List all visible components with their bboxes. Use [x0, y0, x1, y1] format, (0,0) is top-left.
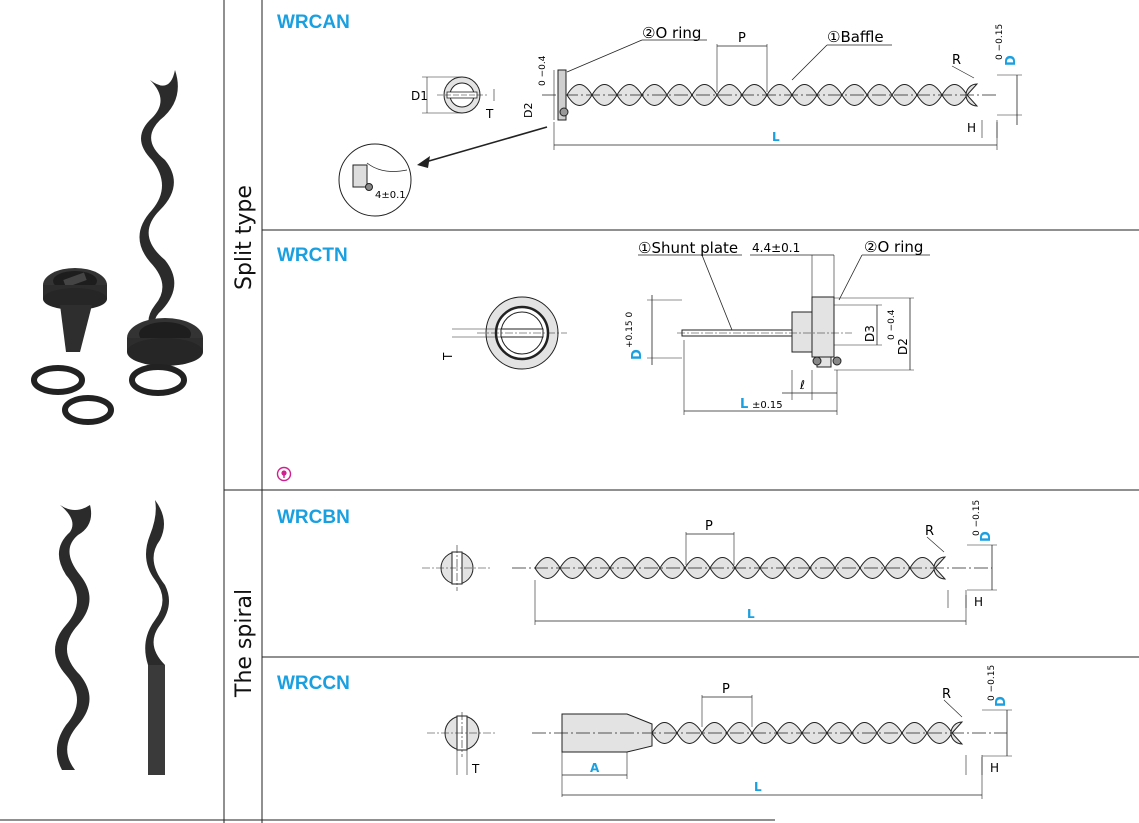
wrcbn-dim-h: H	[974, 595, 983, 609]
wrcbn-dim-p: P	[705, 519, 713, 534]
info-pin-icon	[276, 466, 292, 482]
wrcan-callout-oring: ②O ring	[642, 24, 701, 42]
panel-title-wrcbn: WRCBN	[277, 507, 350, 528]
wrcbn-dim-l: L	[747, 607, 755, 621]
wrctn-dim-ell: ℓ	[799, 378, 805, 392]
wrctn-dim-l-tol: ±0.15	[752, 400, 783, 411]
wrcan-dim-d: D	[1004, 55, 1019, 66]
wrctn-callout-oring: ②O ring	[864, 238, 923, 256]
wrccn-dim-h: H	[990, 761, 999, 775]
wrctn-drawing: T D +0.15 0 D3 D2 0 −0.4 ①Shunt plate 4.…	[441, 238, 930, 415]
wrctn-dim-d2-tol: 0 −0.4	[887, 309, 897, 340]
row-label-the-spiral: The spiral	[232, 588, 257, 697]
wrcan-dim-h: H	[967, 121, 976, 135]
wrctn-dim-t: T	[441, 352, 455, 361]
wrccn-dim-r: R	[942, 687, 951, 702]
wrccn-dim-l: L	[754, 780, 762, 794]
wrccn-dim-p: P	[722, 682, 730, 697]
product-photo-spiral	[55, 500, 169, 775]
wrcan-dim-d-tol: 0 −0.15	[995, 24, 1005, 60]
wrccn-dim-d-tol: 0 −0.15	[987, 665, 997, 701]
wrcan-dim-t: T	[485, 107, 494, 121]
wrcan-dim-p: P	[738, 31, 746, 46]
wrcbn-dim-d: D	[979, 531, 994, 542]
wrcan-dim-l: L	[772, 130, 780, 144]
panel-title-wrccn: WRCCN	[277, 673, 350, 694]
wrcan-callout-baffle: ①Baffle	[827, 28, 884, 46]
panel-title-wrctn: WRCTN	[277, 245, 348, 266]
wrctn-dim-l: L	[740, 397, 748, 412]
wrcbn-dim-r: R	[925, 524, 934, 539]
wrcan-dim-r: R	[952, 53, 961, 68]
row-label-split-type: Split type	[232, 185, 257, 290]
wrccn-dim-t: T	[471, 762, 480, 776]
wrccn-drawing: T P R D 0 −0.15 H A L	[427, 665, 1012, 799]
wrctn-dim-d-tol: +0.15 0	[625, 312, 635, 348]
wrcan-drawing: D1 T D2 0 −0.4 ②O ring ①Baffle P R D 0 −…	[338, 24, 1022, 217]
wrcan-dim-d1: D1	[411, 89, 428, 103]
wrcan-dim-d2: D2	[522, 103, 535, 118]
product-photo-split-type	[31, 70, 203, 425]
wrctn-dim-d2: D2	[896, 338, 910, 355]
wrccn-dim-a: A	[590, 761, 600, 775]
wrcbn-dim-d-tol: 0 −0.15	[972, 500, 982, 536]
wrctn-callout-shunt: ①Shunt plate	[638, 239, 738, 257]
wrcan-detail-dim: 4±0.1	[375, 190, 406, 201]
wrctn-dim-d: D	[630, 349, 645, 360]
wrctn-dim-d3: D3	[863, 325, 877, 342]
wrctn-dim-gap: 4.4±0.1	[752, 241, 800, 255]
panel-title-wrcan: WRCAN	[277, 12, 350, 33]
wrccn-dim-d: D	[994, 696, 1009, 707]
wrcan-dim-d2-tol: 0 −0.4	[538, 55, 548, 86]
wrcbn-drawing: P R D 0 −0.15 H L	[422, 500, 997, 625]
